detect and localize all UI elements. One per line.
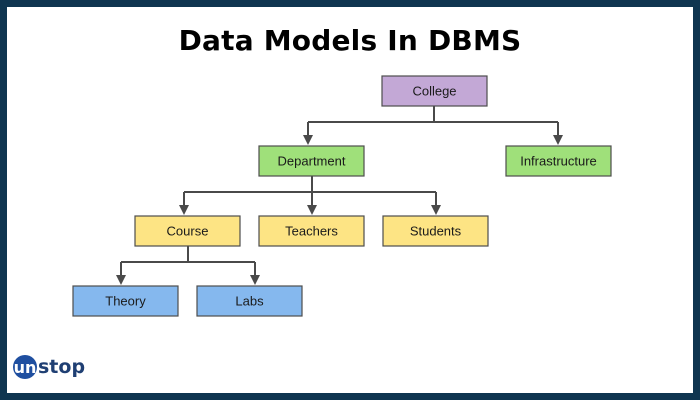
node-college: College bbox=[381, 75, 488, 107]
node-infrastructure: Infrastructure bbox=[505, 145, 612, 177]
unstop-logo: un stop bbox=[13, 355, 85, 379]
node-label-labs: Labs bbox=[235, 294, 264, 309]
page-title: Data Models In DBMS bbox=[178, 24, 522, 57]
node-label-department: Department bbox=[278, 154, 346, 169]
logo-text: stop bbox=[38, 356, 86, 378]
logo-mark: un bbox=[13, 355, 37, 379]
node-labs: Labs bbox=[196, 285, 303, 317]
node-theory: Theory bbox=[72, 285, 179, 317]
node-label-teachers: Teachers bbox=[285, 224, 338, 239]
edges-department bbox=[179, 176, 441, 215]
node-course: Course bbox=[134, 215, 241, 247]
node-label-infrastructure: Infrastructure bbox=[520, 154, 597, 169]
edges-college bbox=[303, 106, 563, 145]
node-label-theory: Theory bbox=[105, 294, 146, 309]
node-label-students: Students bbox=[410, 224, 462, 239]
node-label-course: Course bbox=[167, 224, 209, 239]
node-department: Department bbox=[258, 145, 365, 177]
node-label-college: College bbox=[412, 84, 456, 99]
node-teachers: Teachers bbox=[258, 215, 365, 247]
edges-course bbox=[116, 246, 260, 285]
node-students: Students bbox=[382, 215, 489, 247]
